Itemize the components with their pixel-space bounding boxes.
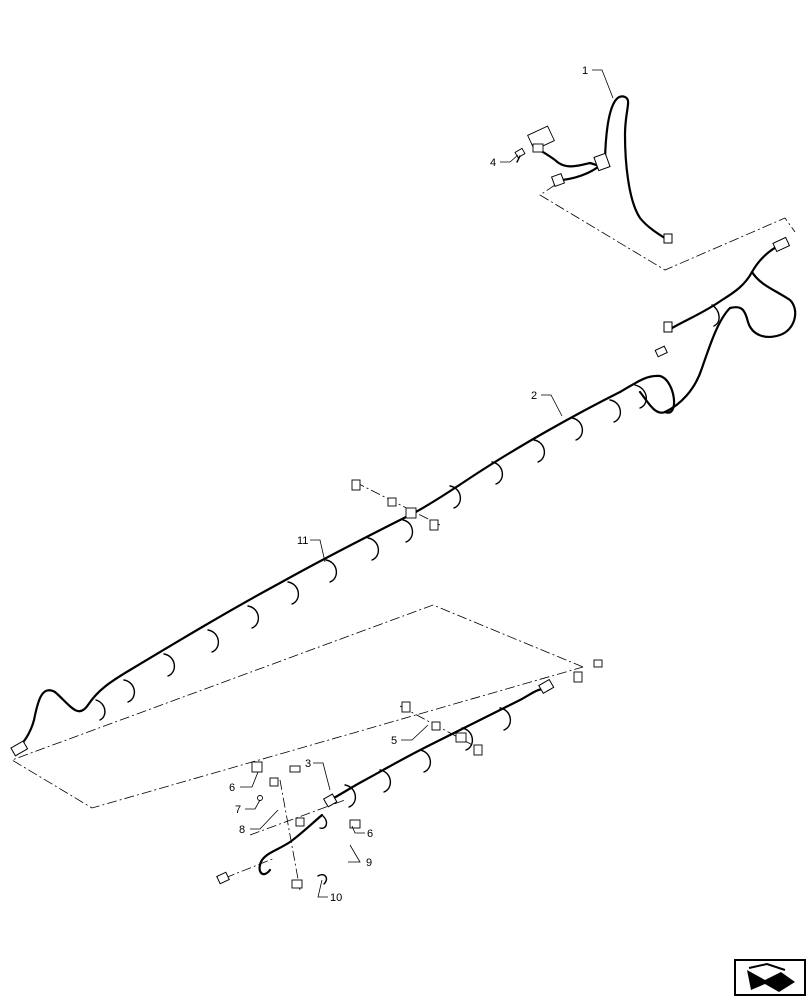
harness-item-2 <box>408 236 797 517</box>
callout-labels: 1 2 3 4 5 6 6 7 8 9 10 11 <box>229 65 588 904</box>
harness-item-1 <box>527 95 673 244</box>
callout-2: 2 <box>531 390 537 402</box>
callout-leaders <box>240 69 614 898</box>
harness-item-11 <box>10 513 414 757</box>
return-arrow-icon[interactable] <box>734 959 806 996</box>
clips-and-subharness <box>216 761 361 889</box>
callout-4: 4 <box>490 157 496 169</box>
callout-8: 8 <box>239 824 245 836</box>
reference-lines <box>11 184 796 891</box>
callout-11: 11 <box>297 535 308 547</box>
harness-item-3 <box>322 678 555 808</box>
callout-6a: 6 <box>229 782 235 794</box>
callout-10: 10 <box>330 892 342 904</box>
callout-1: 1 <box>582 65 588 77</box>
callout-5: 5 <box>391 735 397 747</box>
callout-7: 7 <box>235 804 241 816</box>
mid-brackets <box>351 479 603 683</box>
callout-9: 9 <box>366 857 372 869</box>
callout-6b: 6 <box>367 828 373 840</box>
callout-3: 3 <box>305 758 311 770</box>
clip-item-4 <box>514 147 526 163</box>
